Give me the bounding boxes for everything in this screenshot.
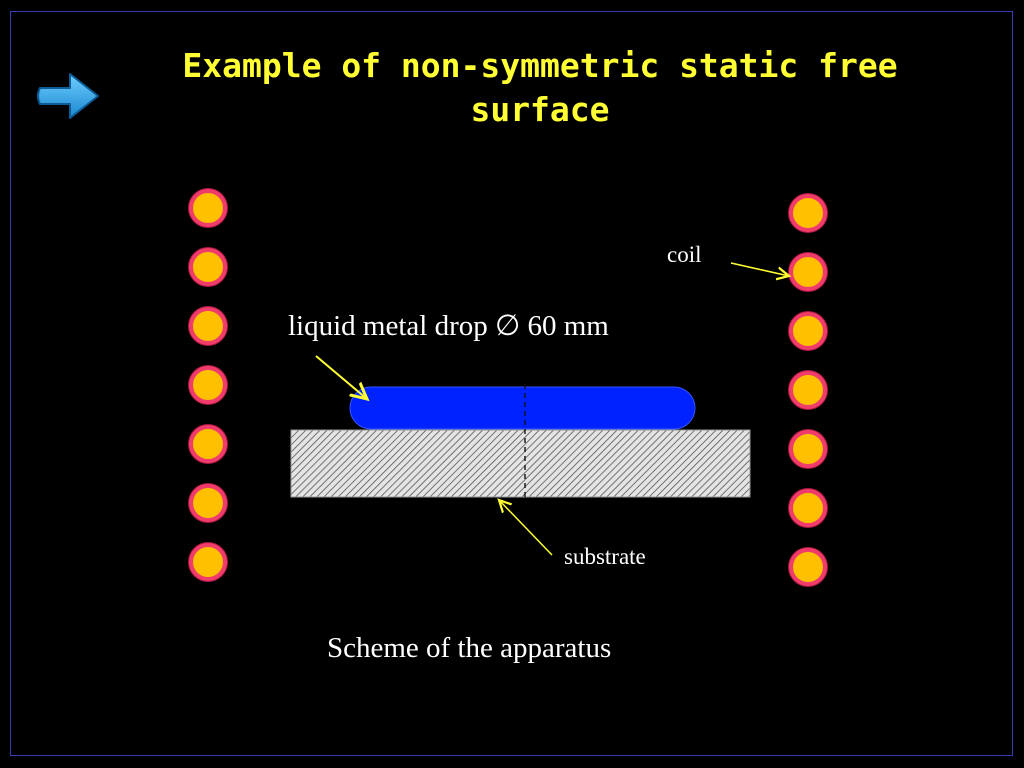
substrate-leader-line (499, 500, 553, 556)
coil-label: coil (667, 242, 702, 267)
substrate-label: substrate (564, 544, 646, 569)
substrate-block (290, 429, 751, 498)
right-arrow-icon[interactable] (34, 68, 102, 124)
coil-left-column (189, 189, 235, 602)
coil-leader-line (730, 262, 789, 276)
slide-frame (10, 11, 1013, 756)
coil-turn (189, 307, 227, 345)
coil-turn (189, 366, 227, 404)
slide-title: Example of non-symmetric static free sur… (182, 46, 898, 129)
coil-turn (189, 543, 227, 581)
coil-turn (189, 189, 227, 227)
coil-turn (189, 484, 227, 522)
coil-turn (789, 489, 827, 527)
diagram-caption: Scheme of the apparatus (327, 632, 612, 664)
coil-turn (789, 548, 827, 586)
coil-turn (789, 312, 827, 350)
drop-leader-line (315, 355, 367, 399)
drop-label: liquid metal drop ∅ 60 mm (288, 310, 609, 342)
liquid-metal-drop (349, 386, 696, 430)
coil-turn (789, 371, 827, 409)
coil-turn (189, 248, 227, 286)
coil-right-column (789, 194, 835, 607)
coil-turn (789, 194, 827, 232)
coil-turn (189, 425, 227, 463)
coil-turn (789, 430, 827, 468)
